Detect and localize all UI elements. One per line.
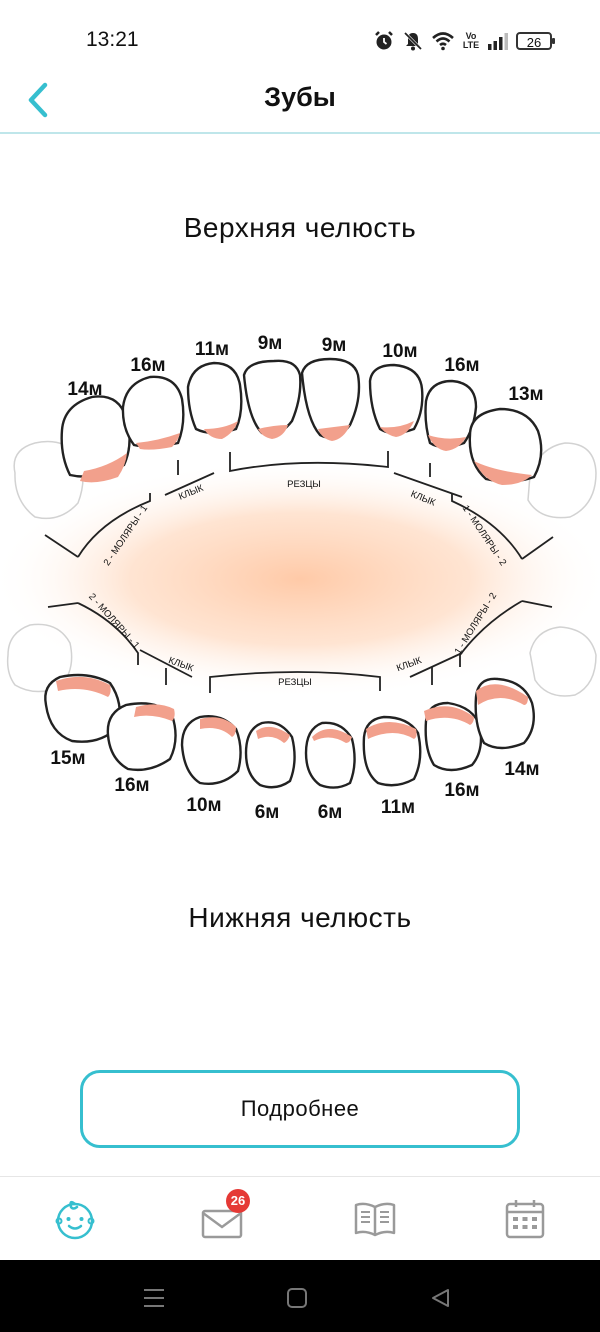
upper-tooth-6-months: 10м — [382, 341, 417, 362]
volte-badge: Vo LTE — [462, 31, 480, 50]
upper-tooth-5 — [300, 357, 361, 441]
upper-jaw-title: Верхняя челюсть — [183, 212, 417, 243]
nav-calendar[interactable] — [497, 1191, 553, 1247]
home-button[interactable] — [283, 1284, 311, 1312]
faded-molar-lower-left — [6, 623, 73, 693]
faded-molar-lower-right — [529, 626, 597, 697]
lower-tooth-1 — [44, 673, 121, 743]
bottom-nav: 26 — [0, 1176, 600, 1261]
lower-tooth-8 — [474, 677, 535, 750]
lower-tooth-1-months: 15м — [50, 748, 85, 769]
page-title: Зубы — [264, 82, 336, 112]
messages-badge: 26 — [226, 1189, 250, 1213]
app-header: Зубы — [0, 80, 600, 134]
triangle-back-icon — [432, 1289, 449, 1307]
book-icon — [354, 1202, 396, 1237]
lower-tooth-5 — [304, 721, 356, 789]
lower-tooth-2-months: 16м — [114, 775, 149, 796]
lower-tooth-4-months: 6м — [255, 802, 280, 823]
mouth-glow — [0, 459, 600, 699]
upper-tooth-2-months: 16м — [130, 355, 165, 376]
lower-tooth-3 — [180, 715, 242, 785]
chevron-left-icon — [28, 82, 48, 118]
lower-label-incisors: РЕЗЦЫ — [278, 677, 312, 688]
nav-baby[interactable] — [47, 1191, 103, 1247]
nav-messages[interactable]: 26 — [194, 1189, 250, 1247]
lower-tooth-6 — [362, 715, 422, 787]
lower-tooth-5-months: 6м — [318, 802, 343, 823]
teeth-diagram: 14м 16м 11м 9м 9м 10м 16м 13м 15м 16м 10… — [0, 333, 600, 823]
mute-icon — [403, 31, 423, 51]
upper-tooth-3 — [186, 361, 243, 439]
lower-tooth-3-months: 10м — [186, 795, 221, 816]
battery-icon: 26 — [516, 32, 555, 50]
lower-month-labels: 15м 16м 10м 6м 6м 11м 16м 14м — [50, 748, 539, 823]
upper-tooth-7 — [424, 379, 478, 451]
status-icons: Vo LTE 26 — [373, 28, 555, 54]
upper-tooth-3-months: 11м — [195, 339, 229, 360]
status-time: 13:21 — [86, 28, 139, 51]
wifi-icon — [432, 32, 454, 51]
upper-tooth-1 — [60, 395, 131, 483]
square-icon — [287, 1288, 307, 1308]
upper-tooth-8 — [468, 407, 543, 485]
nav-articles[interactable] — [347, 1191, 403, 1247]
system-nav-bar — [0, 1260, 600, 1332]
system-back-button[interactable] — [426, 1284, 454, 1312]
recent-apps-button[interactable] — [140, 1284, 168, 1312]
upper-tooth-7-months: 16м — [444, 355, 479, 376]
envelope-icon — [201, 1209, 243, 1239]
upper-tooth-5-months: 9м — [322, 335, 347, 356]
upper-tooth-6 — [368, 363, 424, 437]
calendar-icon — [505, 1200, 545, 1239]
upper-brackets — [44, 451, 554, 560]
lower-tooth-4 — [244, 721, 296, 789]
upper-tooth-8-months: 13м — [508, 384, 543, 405]
more-button[interactable]: Подробнее — [80, 1070, 520, 1148]
lower-tooth-2 — [106, 702, 177, 772]
upper-tooth-4 — [242, 359, 302, 439]
signal-icon — [488, 33, 508, 50]
status-bar: 13:21 Vo LTE 26 — [0, 0, 600, 80]
upper-tooth-4-months: 9м — [258, 333, 283, 354]
lower-tooth-8-months: 14м — [504, 759, 539, 780]
upper-month-labels: 14м 16м 11м 9м 9м 10м 16м 13м — [67, 333, 543, 405]
baby-face-icon — [55, 1200, 95, 1240]
upper-tooth-1-months: 14м — [67, 379, 102, 400]
alarm-icon — [375, 31, 393, 50]
lower-tooth-6-months: 11м — [381, 797, 415, 818]
lower-jaw-title: Нижняя челюсть — [188, 902, 412, 933]
back-button[interactable] — [18, 80, 58, 120]
lower-tooth-7 — [424, 701, 483, 772]
faded-molar-upper-right — [527, 442, 597, 519]
lower-tooth-7-months: 16м — [444, 780, 479, 801]
lower-brackets — [47, 600, 553, 693]
menu-icon — [144, 1289, 164, 1307]
upper-label-incisors: РЕЗЦЫ — [287, 479, 321, 490]
upper-tooth-2 — [121, 375, 185, 450]
